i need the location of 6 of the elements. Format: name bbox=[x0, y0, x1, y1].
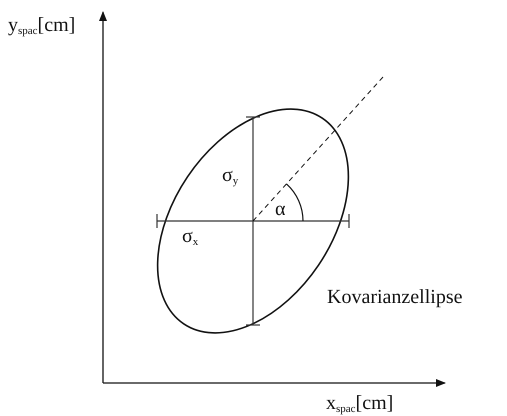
y-axis-label: y$_{spac}$[cm] bbox=[8, 14, 76, 39]
sigma-x-label: σ$_{x}$ bbox=[182, 225, 198, 250]
ellipse-label: Kovarianzellipse bbox=[327, 286, 462, 308]
sigma-y-label: σ$_{y}$ bbox=[222, 164, 238, 189]
x-axis-label: x$_{spac}$[cm] bbox=[326, 392, 394, 416]
angle-label: α bbox=[275, 198, 286, 220]
